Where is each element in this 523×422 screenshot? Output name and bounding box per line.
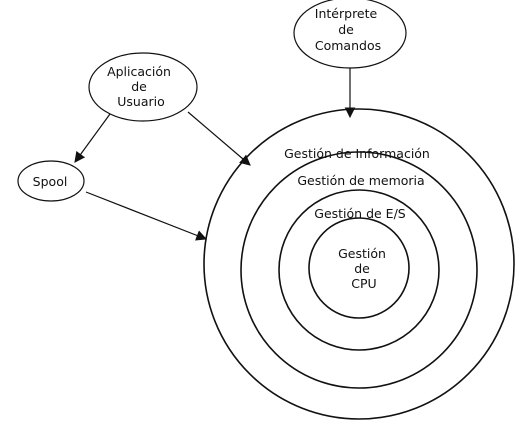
ring-memoria-label: Gestión de memoria [297, 173, 424, 188]
ring-cpu-label-line-2: de [354, 261, 370, 276]
ring-cpu-label-line-1: Gestión [338, 246, 386, 261]
node-spool: Spool [17, 160, 85, 202]
edge-aplicacion-to-informacion [187, 111, 251, 166]
edge-aplicacion-to-spool [74, 113, 111, 163]
edge-spool-to-informacion [85, 191, 208, 241]
node-interprete-label: Intérprete de Comandos [315, 6, 381, 53]
node-aplicacion-label: Aplicación de Usuario [107, 64, 175, 109]
node-interprete-line-2: de [338, 22, 354, 37]
ring-es-label: Gestión de E/S [314, 206, 406, 221]
node-aplicacion-line-1: Aplicación [107, 64, 171, 79]
ring-cpu-label-line-3: CPU [351, 276, 376, 291]
ring-informacion-label: Gestión de Información [284, 146, 430, 161]
node-aplicacion-usuario: Aplicación de Usuario [88, 52, 198, 122]
node-aplicacion-line-3: Usuario [117, 94, 165, 109]
node-interprete-line-1: Intérprete [315, 6, 378, 21]
node-interprete-comandos: Intérprete de Comandos [293, 0, 407, 69]
ring-cpu-label: Gestión de CPU [338, 246, 390, 291]
node-aplicacion-line-2: de [131, 79, 147, 94]
ring-gestion-cpu [308, 217, 410, 319]
node-spool-label: Spool [33, 174, 68, 189]
node-interprete-line-3: Comandos [315, 38, 381, 53]
